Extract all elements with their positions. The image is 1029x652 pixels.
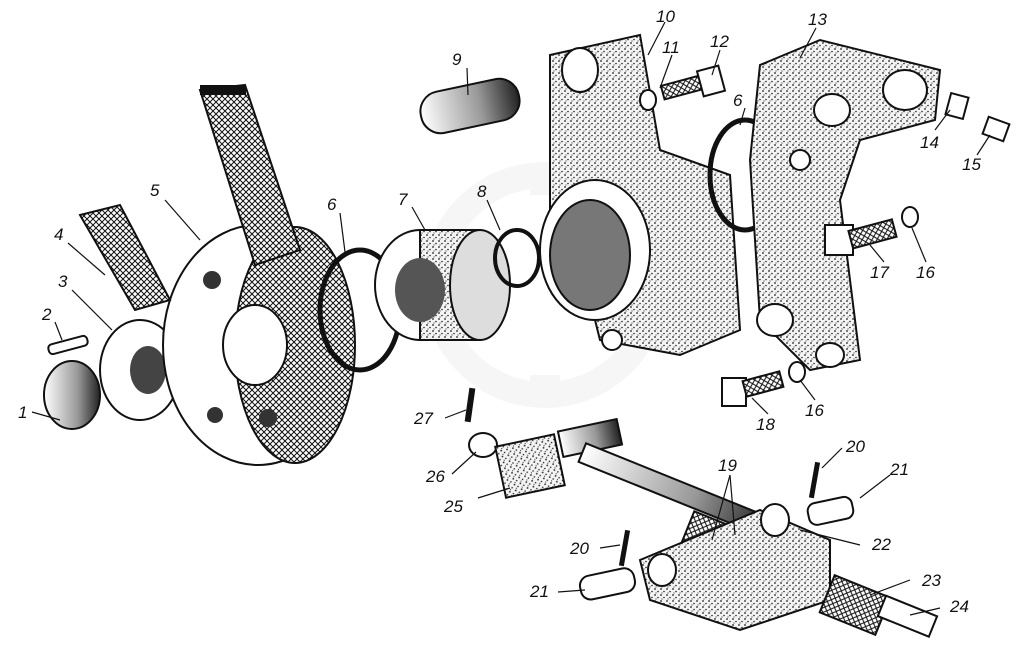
callout-11: 11 [662,38,680,57]
callout-19: 19 [718,456,737,475]
callout-20-left: 20 [569,539,589,558]
pin-20b [618,529,631,567]
callout-18: 18 [756,415,775,434]
yoke-22 [638,503,831,632]
bolt-18 [721,370,785,407]
bolt-17 [824,218,898,256]
callout-16-upper: 16 [916,263,935,282]
callout-6-right: 6 [733,91,743,110]
circlip [493,228,541,288]
callout-5: 5 [150,181,160,200]
callout-7: 7 [398,190,408,209]
callout-8: 8 [477,182,487,201]
callout-24: 24 [949,597,969,616]
callout-12: 12 [710,32,729,51]
callout-15: 15 [962,155,981,174]
pin-21a [806,495,855,526]
tension-arm [748,38,942,372]
washer-26 [468,432,498,458]
callout-20-right: 20 [845,437,865,456]
callout-2: 2 [41,305,52,324]
callout-27: 27 [413,409,433,428]
washer-16b [788,361,806,383]
callout-4: 4 [54,225,63,244]
pin-27 [464,387,476,423]
callout-23: 23 [921,571,941,590]
shaft-24 [876,594,939,638]
callout-16-lower: 16 [805,401,824,420]
callout-25: 25 [443,497,463,516]
leader-lines [31,21,991,616]
callout-21-right: 21 [889,460,909,479]
bolt-15 [981,115,1011,143]
bearing [374,229,511,341]
screw-2 [47,334,89,356]
callout-1: 1 [18,403,27,422]
swivel-block-25 [494,417,624,499]
lock-plate-14 [944,91,970,121]
pin-21b [578,567,637,601]
callout-10: 10 [656,7,675,26]
pin [419,77,521,135]
callout-14: 14 [920,133,939,152]
washer-11 [639,89,657,111]
pin-20a [808,461,821,499]
callout-26: 26 [425,467,445,486]
nut-23 [818,573,892,637]
main-bracket [539,33,742,357]
callout-6-left: 6 [327,195,337,214]
callout-3: 3 [58,272,68,291]
callout-22: 22 [871,535,891,554]
cover-disk [43,360,101,430]
callout-13: 13 [808,10,827,29]
bolt-12 [659,64,727,101]
washer-16a [901,206,919,228]
callout-17: 17 [870,263,889,282]
callout-9: 9 [452,50,462,69]
callout-21-left: 21 [529,582,549,601]
belt [78,83,302,312]
